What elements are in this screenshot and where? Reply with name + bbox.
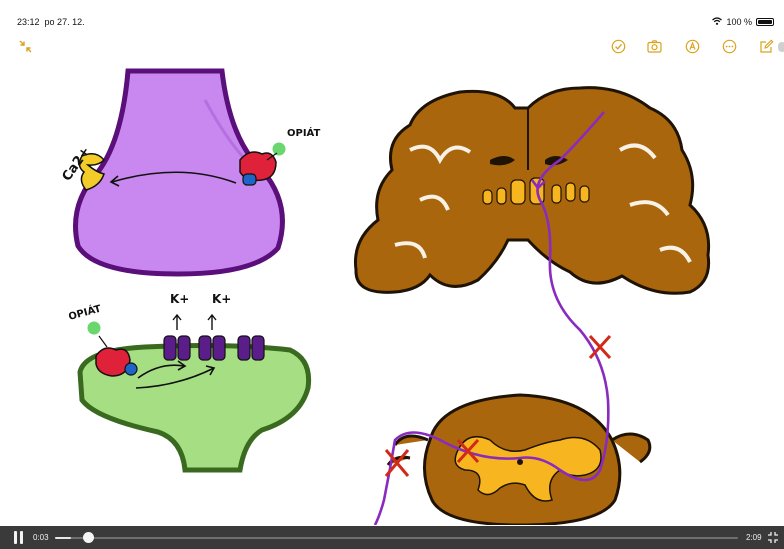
edge-handle	[778, 42, 784, 52]
status-time: 23:12	[17, 17, 40, 27]
camera-icon[interactable]	[647, 39, 662, 54]
scrubber-progress	[55, 537, 71, 539]
efflux-arrow-2	[208, 315, 216, 330]
scrubber-handle[interactable]	[83, 532, 94, 543]
checkmark-circle-icon[interactable]	[611, 39, 626, 54]
exit-fullscreen-icon	[767, 531, 779, 544]
exit-fullscreen-button[interactable]	[767, 531, 779, 544]
total-duration: 2:09	[746, 533, 762, 542]
potassium-label-2: K+	[212, 292, 231, 306]
status-clock: 23:12 po 27. 12.	[17, 17, 85, 27]
elapsed-time: 0:03	[33, 533, 49, 542]
battery-icon	[756, 18, 774, 26]
status-bar: 23:12 po 27. 12. 100 %	[0, 0, 784, 26]
opiate-molecule-top-icon	[273, 143, 286, 156]
status-date: po 27. 12.	[45, 17, 85, 27]
scrubber-track[interactable]	[55, 537, 738, 539]
spinal-cord-section	[388, 395, 650, 525]
video-controls: 0:03 2:09	[0, 526, 784, 549]
markup-pen-icon[interactable]	[685, 39, 700, 54]
potassium-label-1: K+	[170, 292, 189, 306]
battery-percent: 100 %	[726, 17, 752, 27]
opiate-molecule-bottom-icon	[88, 322, 101, 335]
opiate-label-top: OPIÁT	[287, 126, 321, 139]
efflux-arrow-1	[173, 315, 181, 330]
pause-button[interactable]	[12, 531, 26, 544]
collapse-arrows-icon[interactable]	[18, 39, 33, 54]
status-indicators: 100 %	[712, 17, 774, 27]
more-ellipsis-icon[interactable]	[722, 39, 737, 54]
wifi-icon	[712, 17, 722, 27]
drawing-canvas: Ca2+ OPIÁT K+ K+ OPIÁT	[0, 55, 784, 525]
pause-icon	[14, 531, 17, 544]
compose-icon[interactable]	[759, 39, 774, 54]
binding-arrow-bottom	[99, 336, 107, 347]
brain-coronal-section	[355, 88, 708, 294]
opiate-label-bottom: OPIÁT	[67, 302, 103, 323]
